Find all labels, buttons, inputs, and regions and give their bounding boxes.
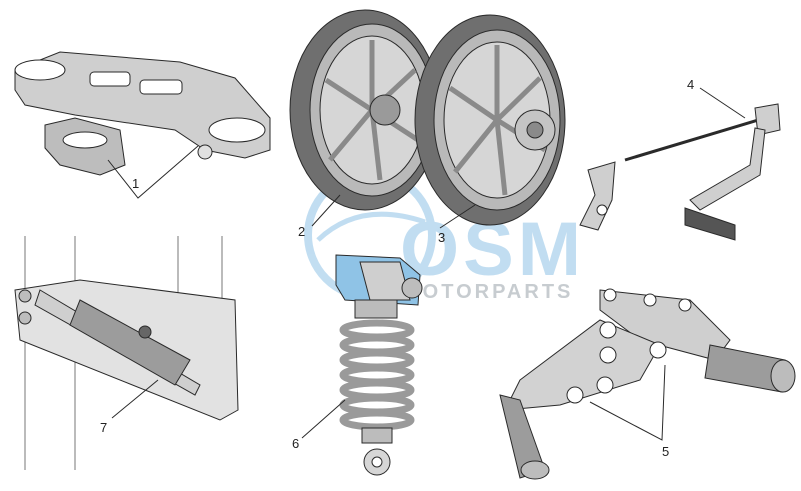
leader-4 [699, 87, 746, 119]
callout-6: 6 [292, 436, 299, 451]
part-2-front-wheel [289, 9, 441, 211]
watermark-globe-swoosh [316, 211, 426, 242]
callout-3: 3 [438, 230, 445, 245]
leader-3 [439, 204, 476, 229]
callout-5: 5 [662, 444, 669, 459]
callout-2: 2 [298, 224, 305, 239]
leader-1 [107, 145, 199, 199]
leader-5 [589, 364, 666, 441]
leader-7 [111, 379, 159, 419]
part-5-rear-sets [499, 288, 796, 480]
part-3-rear-wheel [414, 14, 566, 226]
callout-1: 1 [132, 176, 139, 191]
part-7-steering-damper [14, 236, 239, 470]
callout-numbers: 1 2 3 4 5 6 7 [100, 77, 694, 459]
part-4-gear-shift-lever [579, 103, 781, 241]
callout-4: 4 [687, 77, 694, 92]
leader-6 [301, 399, 346, 439]
leader-2 [311, 194, 341, 227]
watermark-subtitle: MOTORPARTS [403, 281, 573, 303]
callout-leaders [107, 87, 746, 441]
callout-7: 7 [100, 420, 107, 435]
part-6-shock-absorber [335, 254, 423, 476]
part-1-steering-yoke [14, 51, 271, 176]
